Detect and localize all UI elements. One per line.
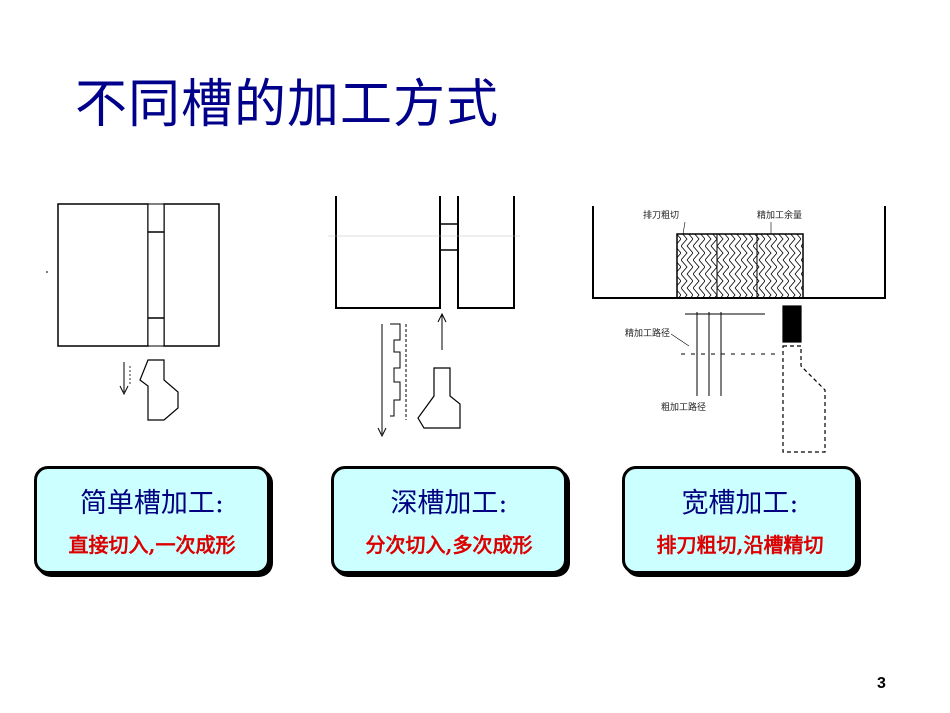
card-title: 深槽加工: <box>390 488 508 519</box>
workpiece-left <box>57 203 149 347</box>
card-subtitle: 分次切入,多次成形 <box>365 533 533 557</box>
simple-groove-diagram <box>46 203 220 421</box>
card-title: 宽槽加工: <box>681 488 799 519</box>
page-number: 3 <box>877 675 886 692</box>
card-subtitle: 排刀粗切,沿槽精切 <box>656 533 824 557</box>
cutting-tool <box>139 359 179 421</box>
label-mid: 精加工路径 <box>625 327 670 339</box>
groove-slot <box>147 203 165 347</box>
label-top-right: 精加工余量 <box>757 209 802 221</box>
card-title: 简单槽加工: <box>79 488 225 519</box>
slide-title: 不同槽的加工方式 <box>75 75 500 135</box>
card-deep-groove: 深槽加工: 分次切入,多次成形 <box>331 466 567 574</box>
cutting-tool <box>417 367 461 429</box>
cutting-tool <box>782 305 826 453</box>
label-bottom: 粗加工路径 <box>661 401 706 413</box>
groove-material <box>676 233 804 299</box>
card-simple-groove: 简单槽加工: 直接切入,一次成形 <box>34 466 270 574</box>
peck-path <box>377 323 407 438</box>
wide-groove-diagram: 排刀粗切 精加工余量 精加工路径 粗加工路径 <box>592 206 886 453</box>
rough-path <box>681 312 775 396</box>
workpiece-right <box>163 203 220 347</box>
card-subtitle: 直接切入,一次成形 <box>68 533 236 557</box>
workpiece-deep <box>335 196 515 309</box>
deep-groove-diagram <box>328 196 520 438</box>
card-wide-groove: 宽槽加工: 排刀粗切,沿槽精切 <box>622 466 858 574</box>
label-top-left: 排刀粗切 <box>643 209 679 221</box>
